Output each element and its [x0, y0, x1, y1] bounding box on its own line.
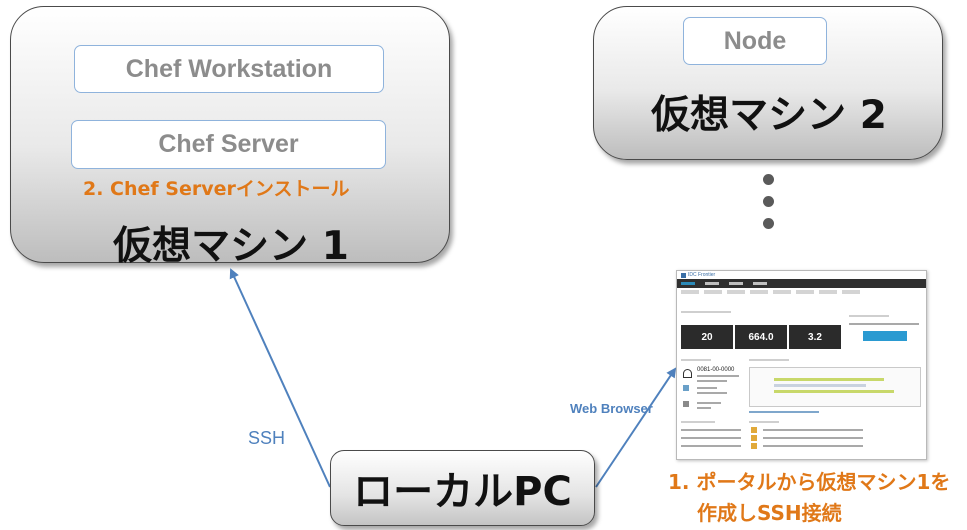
portal-nav [677, 279, 926, 288]
portal-logo-text: IDC Frontier [688, 272, 716, 278]
portal-stat-3: 3.2 [789, 325, 841, 349]
vm2-title: 仮想マシン 2 [651, 93, 887, 138]
ellipsis-dot-1 [763, 174, 774, 185]
step1-line1: 1. ポータルから仮想マシン1を [668, 470, 951, 494]
ssh-label: SSH [248, 428, 286, 448]
chef-workstation-label: Chef Workstation [125, 54, 333, 83]
portal-action-button [863, 331, 907, 341]
local-pc-box: ローカルPC [330, 450, 595, 526]
portal-stat-1: 20 [681, 325, 733, 349]
chef-server-box: Chef Server [71, 120, 386, 169]
ssh-arrow [229, 268, 331, 488]
ellipsis-dot-2 [763, 196, 774, 207]
portal-warning-icon-1 [751, 427, 757, 433]
node-box: Node [683, 17, 827, 65]
portal-headset-icon [683, 369, 692, 378]
vm1-title: 仮想マシン 1 [113, 224, 349, 269]
step1-line2: 作成しSSH接続 [697, 501, 842, 525]
web-browser-label: Web Browser [570, 401, 653, 416]
vm2-box: Node 仮想マシン 2 [593, 6, 943, 160]
vm1-box: Chef Workstation Chef Server 2. Chef Ser… [10, 6, 450, 269]
portal-header: IDC Frontier [677, 271, 926, 279]
step2-label: 2. Chef Serverインストール [83, 178, 350, 200]
local-pc-label: ローカルPC [353, 469, 572, 515]
portal-warning-icon-2 [751, 435, 757, 441]
ellipsis-dot-3 [763, 218, 774, 229]
portal-screenshot: IDC Frontier 20 664.0 3.2 0081-00-0000 [676, 270, 927, 460]
chef-workstation-box: Chef Workstation [74, 45, 384, 93]
portal-logo-icon [681, 272, 686, 278]
portal-stat-2: 664.0 [735, 325, 787, 349]
portal-support-icon [683, 401, 689, 407]
chef-server-label: Chef Server [158, 130, 299, 158]
web-browser-arrow [595, 367, 677, 488]
portal-ticket-id: 0081-00-0000 [697, 367, 735, 373]
node-label: Node [723, 26, 787, 55]
portal-subnav [677, 288, 926, 297]
portal-usage-chart [749, 367, 921, 407]
portal-phone-icon [683, 385, 689, 391]
portal-warning-icon-3 [751, 443, 757, 449]
